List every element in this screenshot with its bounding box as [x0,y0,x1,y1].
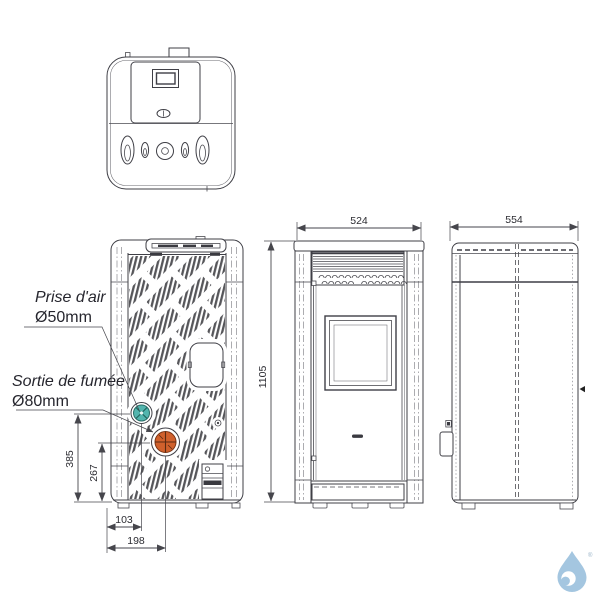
front-top-lid [293,240,425,252]
front-air-grille [311,251,407,286]
air-intake-leader-line [24,326,140,411]
air-intake-diameter: Ø50mm [35,309,92,326]
top-view [106,47,236,192]
callout-air-intake: Prise d'air Ø50mm [24,289,140,411]
knob-right-small [180,142,190,158]
dim-front-width-value: 524 [350,215,368,227]
smoke-outlet-diameter: Ø80mm [12,393,69,410]
dim-smoke-outlet-height-value: 267 [88,464,100,482]
brand-mark [352,434,363,438]
power-inlet-box [201,463,224,500]
dim-smoke-outlet-offset-value: 198 [127,535,145,547]
grille-slots-row-1 [318,275,404,279]
water-drop-swirl-dot [561,576,570,586]
air-intake-label: Prise d'air [35,289,106,306]
dim-depth: 554 [449,214,579,241]
side-flue-stub [439,420,454,457]
front-side-columns [295,251,423,503]
side-panel-lines [455,244,573,500]
knob-center [156,142,174,160]
grille-slots-row-2 [321,281,407,285]
side-body-outline [451,242,579,504]
door-window-outer [324,315,397,391]
dim-air-intake-height-value: 385 [64,450,76,468]
front-door [311,280,405,480]
dim-height: 1105 [257,240,295,503]
callout-smoke-outlet: Sortie de fumée Ø80mm [12,373,154,433]
back-top-handle [145,236,227,253]
front-ash-drawer [311,480,407,501]
top-body-inner-contour [110,60,232,186]
side-feet [454,499,576,510]
sensor-nub [125,52,131,58]
water-drop-icon [557,551,587,592]
dim-smoke-outlet-offset: 198 [106,456,166,552]
dim-depth-value: 554 [505,214,523,226]
dim-air-intake-offset-value: 103 [115,514,133,526]
smoke-outlet-leader-line [16,409,154,433]
dimensions: 524 554 1105 385 267 1 [64,214,579,553]
door-hinge-top [311,280,317,286]
display-screen [155,72,176,85]
side-latch-mark [579,386,585,393]
front-feet [312,502,405,509]
back-small-knockout [214,419,222,427]
back-feet [113,499,241,509]
lid-latch [156,109,171,118]
side-view [439,242,585,510]
side-top-band [452,249,578,283]
smoke-outlet-port [151,427,180,457]
dim-air-intake-height: 385 [64,413,130,503]
knob-left-small [140,142,150,158]
back-cover-plate [187,342,226,388]
smoke-outlet-label: Sortie de fumée [12,373,125,390]
knob-left-large [120,135,135,165]
dim-front-width: 524 [296,215,422,240]
dim-smoke-outlet-height: 267 [88,442,150,502]
dim-height-value: 1105 [257,366,269,389]
door-hinge-bottom [311,455,317,461]
top-console-panel [130,61,201,124]
display-frame [152,69,179,88]
door-window-mid [329,320,392,386]
top-knobs [120,135,210,165]
knob-right-large [195,135,210,165]
door-window-glass [333,324,388,382]
back-view [110,236,244,509]
front-view [293,240,425,509]
registered-mark: ® [588,552,593,559]
watermark-logo: ® [557,551,593,592]
air-intake-port [130,402,153,424]
